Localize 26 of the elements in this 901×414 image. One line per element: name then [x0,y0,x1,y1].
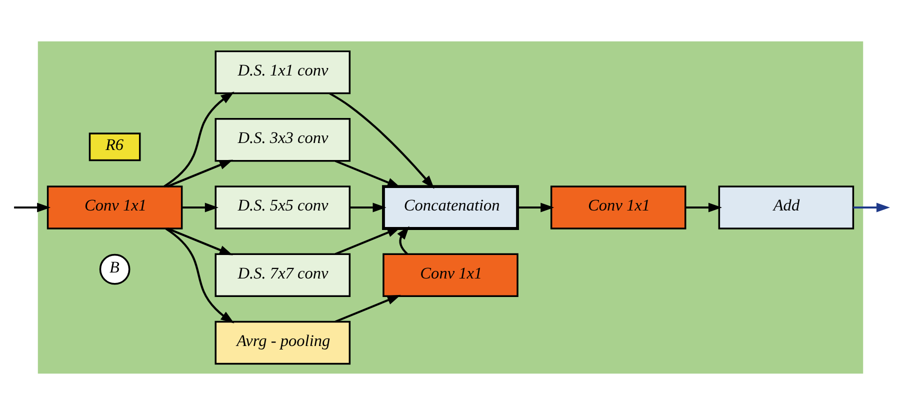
arrow [167,227,234,255]
node-box: D.S. 5x5 conv [214,185,351,229]
node-box: Add [718,185,854,229]
arrow [518,202,554,212]
node-box: D.S. 7x7 conv [214,252,351,296]
node-box: Conv 1x1 [550,185,686,229]
arrow [164,91,234,187]
node-circle: B [99,253,130,284]
arrow [350,202,386,212]
arrow [165,227,234,323]
node-box: Avrg - pooling [214,320,351,364]
arrow [329,92,434,188]
node-box: D.S. 1x1 conv [214,50,351,94]
node-box: Conv 1x1 [46,185,183,229]
node-box: R6 [88,132,141,161]
arrow [167,159,234,187]
arrow [334,294,401,322]
arrow [14,202,51,212]
arrow [334,159,401,188]
arrow [397,226,410,254]
arrow [182,202,218,212]
arrow [853,202,890,212]
node-box: D.S. 3x3 conv [214,118,351,162]
arrow [685,202,722,212]
node-box: Conv 1x1 [382,252,518,296]
node-box: Concatenation [382,184,519,230]
